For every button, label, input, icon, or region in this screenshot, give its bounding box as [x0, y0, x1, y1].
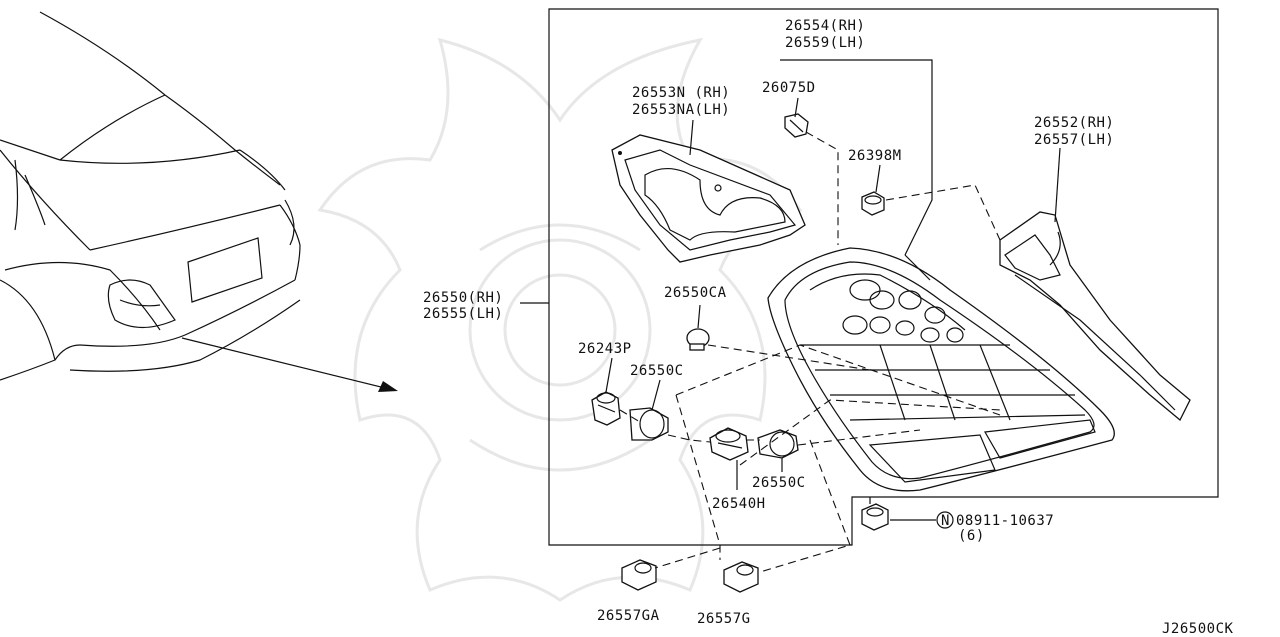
bulb-26550ca	[686, 328, 710, 351]
nut-26398m	[861, 191, 885, 216]
label-08911-qty: (6)	[958, 528, 985, 544]
screw-26075d	[784, 113, 809, 138]
label-26243p: 26243P	[578, 341, 632, 357]
label-26553na: 26553NA(LH)	[632, 102, 730, 118]
callout-labels: 26554(RH) 26559(LH) 26553N (RH) 26553NA(…	[423, 18, 1234, 637]
assembly-frame	[520, 8, 1219, 546]
label-26540h: 26540H	[712, 496, 766, 512]
label-26075d: 26075D	[762, 80, 816, 96]
label-26553n: 26553N (RH)	[632, 85, 730, 101]
bulb-26550c-a	[629, 407, 669, 441]
vehicle-rear-outline	[0, 11, 301, 381]
socket-26540h	[709, 427, 749, 461]
assembly-dashed-lines	[619, 131, 1001, 573]
label-26557: 26557(LH)	[1034, 132, 1114, 148]
diagram-code: J26500CK	[1162, 621, 1234, 637]
socket-26243p	[591, 391, 621, 426]
bulb-26550c-b	[757, 429, 799, 459]
label-26550: 26550(RH)	[423, 290, 503, 306]
rear-combination-lamp	[767, 247, 1115, 492]
label-26398m: 26398M	[848, 148, 902, 164]
leader-lines	[605, 59, 1061, 521]
label-26554: 26554(RH)	[785, 18, 865, 34]
label-08911-symbol: N	[941, 513, 950, 529]
label-26550ca: 26550CA	[664, 285, 727, 301]
nut-08911-10637	[861, 503, 954, 531]
label-26557ga: 26557GA	[597, 608, 660, 624]
label-26552: 26552(RH)	[1034, 115, 1114, 131]
clip-26557g	[723, 561, 759, 593]
label-08911-10637: 08911-10637	[956, 513, 1054, 529]
gasket-26552	[999, 211, 1191, 422]
label-26555: 26555(LH)	[423, 306, 503, 322]
watermark-emblem	[317, 37, 803, 602]
bracket-26553n	[611, 134, 806, 263]
label-26557g: 26557G	[697, 611, 751, 627]
label-26559: 26559(LH)	[785, 35, 865, 51]
clip-26557ga	[621, 559, 657, 591]
label-26550c-b: 26550C	[752, 475, 806, 491]
label-26550c-a: 26550C	[630, 363, 684, 379]
location-arrow	[181, 337, 398, 392]
